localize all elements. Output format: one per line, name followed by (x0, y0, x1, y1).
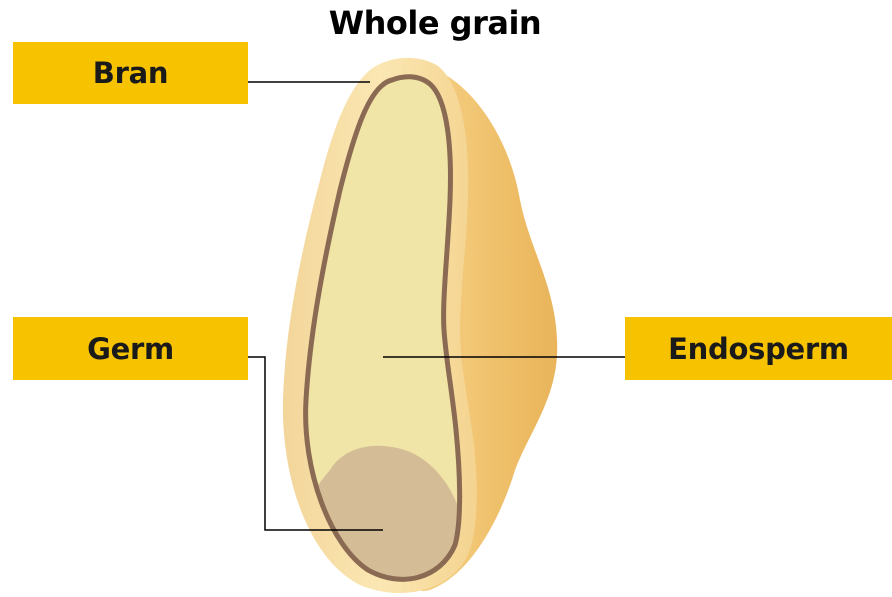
germ-label: Germ (13, 317, 248, 380)
endosperm-label: Endosperm (625, 317, 892, 380)
endosperm-label-text: Endosperm (668, 332, 849, 366)
bran-label-text: Bran (93, 56, 168, 90)
bran-label: Bran (13, 42, 248, 104)
germ-label-text: Germ (87, 332, 174, 366)
